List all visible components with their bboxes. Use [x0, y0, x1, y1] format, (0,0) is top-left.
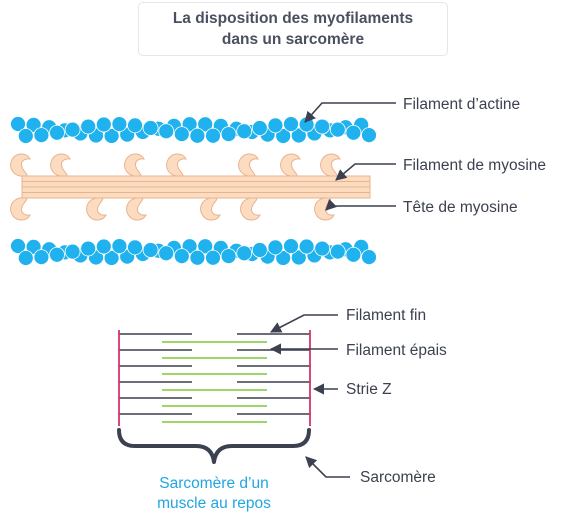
myosin-head [320, 153, 341, 177]
actin-bead [361, 127, 377, 144]
actin-bead [251, 242, 268, 258]
actin-bead [220, 248, 237, 264]
myosin-head [166, 153, 187, 177]
actin-bead [173, 126, 190, 142]
actin-bead [80, 118, 97, 135]
actin-bead [10, 116, 26, 132]
actin-bead [236, 123, 253, 140]
actin-bead [205, 249, 221, 266]
label-sarcomere: Sarcomère [360, 469, 436, 486]
actin-bead [283, 238, 299, 254]
actin-bead [267, 117, 284, 134]
title-line-1: La disposition des myofilaments [172, 10, 414, 27]
myosin-heads [10, 153, 341, 221]
label-actin: Filament d’actine [403, 96, 520, 113]
actin-bead [345, 124, 362, 141]
myosin-filament [21, 175, 371, 199]
label-thick-filament: Filament épais [346, 342, 447, 359]
actin-bead [361, 249, 377, 266]
caption-line-1: Sarcomère d’un [159, 475, 268, 492]
sarcomere-schematic [118, 330, 311, 426]
actin-bead [329, 121, 346, 138]
actin-bead [142, 120, 159, 136]
actin-bead [290, 249, 307, 266]
label-thin-filament: Filament fin [346, 307, 426, 324]
actin-bead [251, 120, 268, 136]
actin-filament-bottom [10, 238, 377, 266]
actin-bead [17, 128, 34, 144]
caption-line-2: muscle au repos [157, 495, 271, 512]
myosin-head [10, 197, 31, 221]
actin-bead [197, 116, 214, 133]
actin-bead [275, 128, 292, 144]
actin-bead [142, 242, 159, 258]
myosin-head [126, 197, 147, 221]
actin-bead [49, 124, 65, 141]
myosin-head [280, 153, 301, 177]
actin-bead [64, 121, 81, 138]
actin-bead [33, 249, 50, 266]
myosin-head [238, 153, 259, 177]
actin-bead [111, 238, 128, 254]
actin-pointer [304, 102, 396, 123]
actin-filament-top [10, 116, 377, 144]
actin-bead [275, 250, 292, 266]
actin-bead [17, 250, 34, 266]
actin-bead [95, 116, 112, 133]
label-myosin-head: Tête de myosine [403, 199, 518, 216]
actin-bead [189, 249, 206, 266]
actin-bead [158, 123, 175, 140]
actin-bead [283, 116, 299, 132]
myosin-head [240, 197, 261, 221]
myosin-head [10, 153, 31, 177]
actin-bead [314, 118, 331, 135]
actin-bead [236, 245, 253, 262]
myosin-head [200, 197, 221, 221]
label-z-line: Strie Z [346, 381, 392, 398]
actin-bead [205, 127, 221, 144]
myosin-head [314, 197, 335, 221]
head-pointer [325, 198, 396, 211]
actin-bead [33, 127, 50, 144]
thin-filament-pointer [270, 314, 338, 333]
title-box: La disposition des myofilaments dans un … [138, 2, 448, 56]
actin-bead [49, 246, 65, 263]
actin-bead [127, 239, 143, 256]
actin-bead [267, 239, 284, 256]
actin-bead [345, 246, 362, 263]
actin-bead [103, 128, 120, 144]
actin-bead [158, 245, 175, 262]
actin-bead [10, 238, 26, 254]
actin-bead [80, 240, 97, 257]
myosin-head [50, 153, 71, 177]
sarcomere-pointer [305, 456, 350, 478]
actin-bead [298, 238, 315, 255]
actin-bead [103, 250, 120, 266]
actin-bead [95, 238, 112, 255]
myosin-head [124, 153, 145, 177]
actin-bead [290, 127, 307, 144]
myosin-head [86, 197, 107, 221]
actin-bead [127, 117, 143, 134]
myosin-pointer [335, 163, 396, 181]
actin-bead [189, 127, 206, 144]
actin-bead [329, 243, 346, 260]
actin-bead [314, 240, 331, 257]
actin-bead [111, 116, 128, 132]
actin-bead [220, 126, 237, 142]
actin-bead [197, 238, 214, 255]
sarcomere-brace [117, 428, 311, 464]
label-myosin: Filament de myosine [403, 157, 546, 174]
actin-bead [173, 248, 190, 264]
actin-bead [64, 243, 81, 260]
title-line-2: dans un sarcomère [221, 31, 365, 48]
